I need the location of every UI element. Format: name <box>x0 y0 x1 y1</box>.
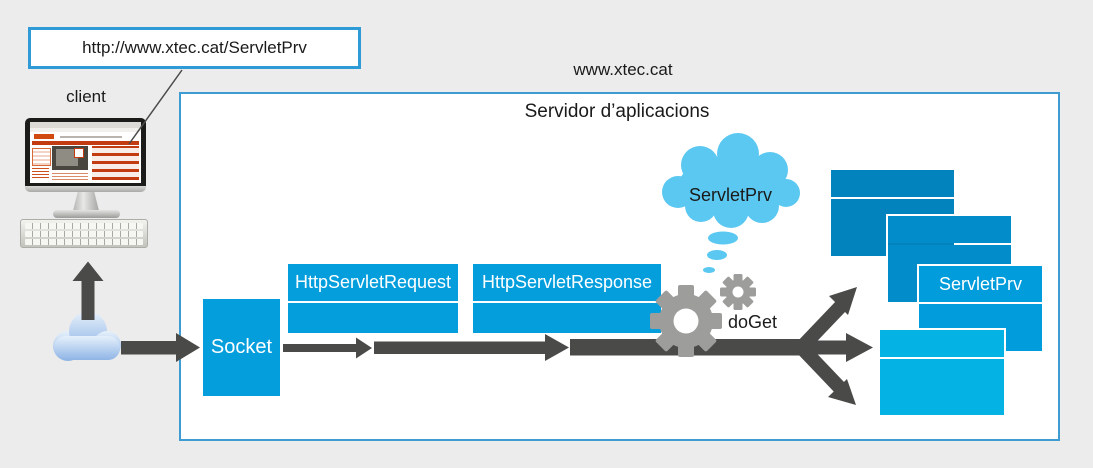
mini-site-sidebar <box>92 146 139 180</box>
mini-browser-toolbar <box>30 128 141 132</box>
http-servlet-request-label: HttpServletRequest <box>288 264 458 301</box>
client-label: client <box>66 87 106 106</box>
servlet-card-body <box>880 359 1004 415</box>
mini-site-logo <box>34 134 54 139</box>
monitor-stand-neck <box>73 192 99 211</box>
server-domain-label: www.xtec.cat <box>573 60 673 79</box>
mini-site-photo-detail <box>56 149 78 166</box>
servlet-instance-card <box>878 328 1006 417</box>
servlet-card-header <box>880 330 1004 357</box>
keyboard-keys-row <box>25 223 143 229</box>
socket-label: Socket <box>210 336 273 358</box>
thought-cloud-label: ServletPrv <box>688 185 773 205</box>
http-servlet-request-box: HttpServletRequest <box>288 264 458 333</box>
keyboard-keys-row <box>25 239 143 245</box>
http-servlet-request-body <box>288 303 458 333</box>
monitor-chin <box>25 186 146 192</box>
doget-label: doGet <box>728 312 778 332</box>
mini-site-menu <box>60 136 122 138</box>
request-url-box: http://www.xtec.cat/ServletPrv <box>28 27 361 69</box>
mini-site-textlines <box>52 172 88 180</box>
monitor-screen <box>30 122 141 183</box>
mini-site-photo-sign <box>74 148 84 158</box>
keyboard-keys-row <box>25 231 143 237</box>
socket-box: Socket <box>203 299 280 396</box>
servlet-card-label: ServletPrv <box>919 266 1042 302</box>
http-servlet-response-body <box>473 303 661 333</box>
http-servlet-response-label: HttpServletResponse <box>473 264 661 301</box>
mini-site-calendar <box>32 148 51 166</box>
mini-browser-chrome <box>30 122 141 128</box>
arrow-cloud-to-client <box>72 261 104 320</box>
client-keyboard-icon <box>20 219 148 248</box>
request-url-text: http://www.xtec.cat/ServletPrv <box>82 38 307 57</box>
internet-cloud-icon <box>53 312 121 361</box>
mini-site-links <box>32 167 49 178</box>
mini-site-banner <box>32 141 139 145</box>
http-servlet-response-box: HttpServletResponse <box>473 264 661 333</box>
monitor-stand-base <box>53 210 120 218</box>
servlet-card-header <box>888 216 1011 243</box>
server-title-label: Servidor d’aplicacions <box>524 101 710 122</box>
servlet-card-header <box>831 170 954 197</box>
